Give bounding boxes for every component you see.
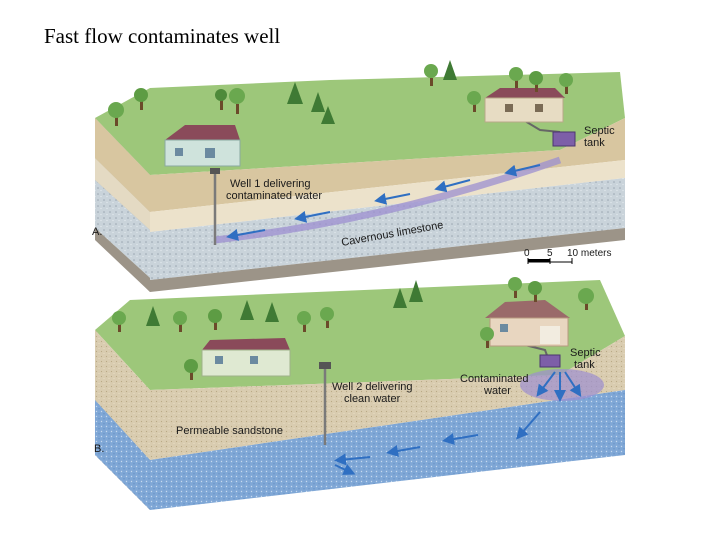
panel-b-septic-label-line1: Septic bbox=[570, 347, 601, 359]
house-icon bbox=[485, 88, 565, 122]
septic-tank-icon bbox=[540, 355, 560, 367]
panel-b-septic-label-line2: tank bbox=[574, 359, 595, 371]
panel-a-well-label-line1: Well 1 delivering bbox=[230, 178, 311, 190]
scale-tick-10: 10 meters bbox=[567, 248, 611, 259]
panel-b-contaminated-label-line1: Contaminated bbox=[460, 373, 529, 385]
panel-a-letter: A. bbox=[92, 226, 102, 238]
septic-tank-icon bbox=[553, 132, 575, 146]
panel-b-well-label-line1: Well 2 delivering bbox=[332, 381, 413, 393]
panel-b-rock-label: Permeable sandstone bbox=[176, 425, 283, 437]
panel-a: A. Septic tank Well 1 delivering contami… bbox=[92, 60, 625, 292]
scale-tick-5: 5 bbox=[547, 248, 553, 259]
panel-b: B. Septic tank Contaminated water Well 2… bbox=[94, 277, 625, 510]
panel-a-septic-label-line2: tank bbox=[584, 137, 605, 149]
panel-a-septic-label-line1: Septic bbox=[584, 125, 615, 137]
scale-bar: 0 5 10 meters bbox=[524, 248, 611, 264]
panel-b-contaminant-plume bbox=[520, 369, 604, 401]
tree-icon bbox=[443, 60, 457, 80]
panel-b-contaminated-label-line2: water bbox=[483, 385, 511, 397]
house-icon bbox=[202, 338, 290, 376]
scale-tick-0: 0 bbox=[524, 248, 530, 259]
panel-a-well-label-line2: contaminated water bbox=[226, 190, 322, 202]
panel-b-well-label-line2: clean water bbox=[344, 393, 401, 405]
panel-b-letter: B. bbox=[94, 443, 104, 455]
